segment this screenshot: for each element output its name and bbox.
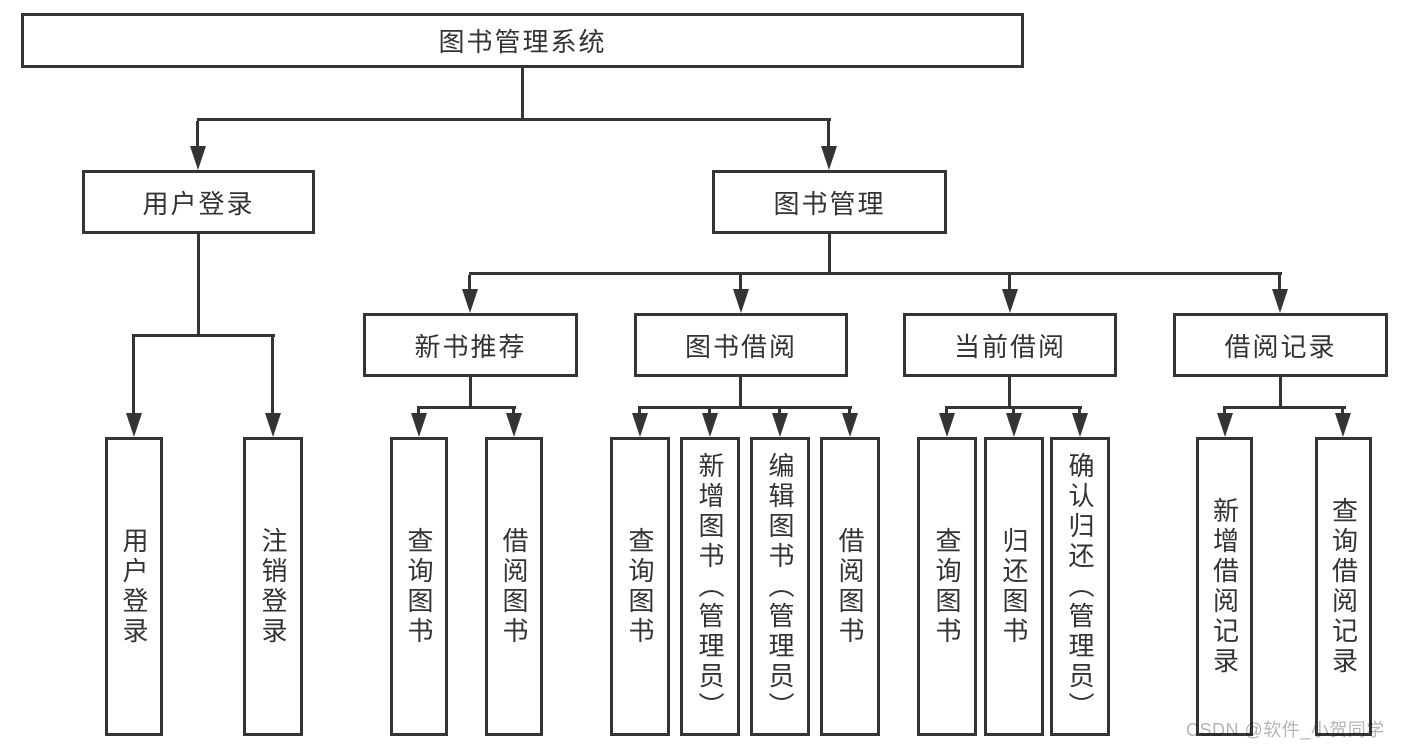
arrow-down-icon: [702, 409, 718, 437]
arrow-down-icon: [462, 275, 478, 313]
arrow-down-icon: [842, 409, 858, 437]
connector-line: [469, 377, 472, 409]
arrow-down-icon: [1272, 275, 1288, 313]
node-leaf-borrow-books-b: 借阅图书: [820, 437, 880, 736]
node-leaf-query-books-b-label: 查询图书: [625, 526, 655, 647]
connector-line: [828, 234, 831, 275]
node-borrowing-records-label: 借阅记录: [1224, 331, 1337, 362]
arrow-down-icon: [1002, 275, 1018, 313]
node-leaf-query-borrow-record: 查询借阅记录: [1315, 437, 1372, 736]
node-leaf-query-books-c: 查询图书: [917, 437, 977, 736]
node-current-borrowing: 当前借阅: [903, 313, 1117, 377]
node-leaf-return-books-label: 归还图书: [999, 526, 1029, 647]
connector-line: [197, 118, 831, 121]
arrow-down-icon: [1072, 409, 1088, 437]
arrow-down-icon: [190, 121, 206, 170]
connector-line: [1008, 377, 1011, 409]
node-book-management: 图书管理: [712, 170, 947, 234]
arrow-down-icon: [506, 409, 522, 437]
connector-line: [945, 406, 1082, 409]
connector-line: [132, 334, 275, 337]
connector-line: [638, 406, 852, 409]
node-leaf-query-books-a-label: 查询图书: [404, 526, 434, 647]
node-leaf-borrow-books-a-label: 借阅图书: [499, 526, 529, 647]
node-leaf-add-borrow-record-label: 新增借阅记录: [1209, 496, 1240, 677]
node-leaf-edit-book-admin: 编辑图书（管理员）: [750, 437, 810, 736]
node-leaf-query-books-b: 查询图书: [610, 437, 670, 736]
arrow-down-icon: [821, 121, 837, 170]
arrow-down-icon: [265, 337, 281, 437]
node-book-borrowing: 图书借阅: [634, 313, 848, 377]
arrow-down-icon: [939, 409, 955, 437]
node-root: 图书管理系统: [21, 13, 1024, 68]
arrow-down-icon: [632, 409, 648, 437]
connector-line: [197, 234, 200, 337]
node-leaf-add-book-admin-label: 新增图书（管理员）: [695, 451, 725, 722]
arrow-down-icon: [733, 275, 749, 313]
node-leaf-query-books-a: 查询图书: [390, 437, 448, 736]
node-leaf-return-books: 归还图书: [984, 437, 1044, 736]
node-borrowing-records: 借阅记录: [1173, 313, 1388, 377]
node-leaf-logout-label: 注销登录: [258, 526, 288, 647]
node-leaf-user-login-label: 用户登录: [119, 526, 149, 647]
node-leaf-borrow-books-a: 借阅图书: [485, 437, 543, 736]
node-book-borrowing-label: 图书借阅: [684, 331, 797, 362]
node-new-book-recommend-label: 新书推荐: [414, 331, 527, 362]
node-book-management-label: 图书管理: [773, 188, 886, 219]
node-leaf-borrow-books-b-label: 借阅图书: [835, 526, 865, 647]
node-leaf-confirm-return-admin-label: 确认归还（管理员）: [1065, 451, 1095, 722]
node-user-login-label: 用户登录: [142, 188, 255, 219]
connector-line: [469, 272, 1282, 275]
connector-line: [521, 68, 524, 121]
arrow-down-icon: [772, 409, 788, 437]
node-leaf-confirm-return-admin: 确认归还（管理员）: [1050, 437, 1110, 736]
node-leaf-user-login: 用户登录: [105, 437, 163, 736]
connector-line: [417, 406, 516, 409]
node-root-label: 图书管理系统: [438, 27, 607, 57]
node-leaf-add-book-admin: 新增图书（管理员）: [680, 437, 740, 736]
node-new-book-recommend: 新书推荐: [363, 313, 578, 377]
connector-line: [1279, 377, 1282, 409]
arrow-down-icon: [411, 409, 427, 437]
arrow-down-icon: [1335, 409, 1351, 437]
node-user-login: 用户登录: [82, 170, 315, 234]
arrow-down-icon: [1006, 409, 1022, 437]
csdn-watermark: CSDN @软件_小贺同学: [1186, 720, 1385, 740]
arrow-down-icon: [126, 337, 142, 437]
node-leaf-logout: 注销登录: [243, 437, 303, 736]
node-leaf-edit-book-admin-label: 编辑图书（管理员）: [765, 451, 795, 722]
node-leaf-query-borrow-record-label: 查询借阅记录: [1328, 496, 1359, 677]
connector-line: [739, 377, 742, 409]
arrow-down-icon: [1217, 409, 1233, 437]
connector-line: [1223, 406, 1346, 409]
node-current-borrowing-label: 当前借阅: [953, 331, 1066, 362]
node-leaf-query-books-c-label: 查询图书: [932, 526, 962, 647]
node-leaf-add-borrow-record: 新增借阅记录: [1196, 437, 1253, 736]
